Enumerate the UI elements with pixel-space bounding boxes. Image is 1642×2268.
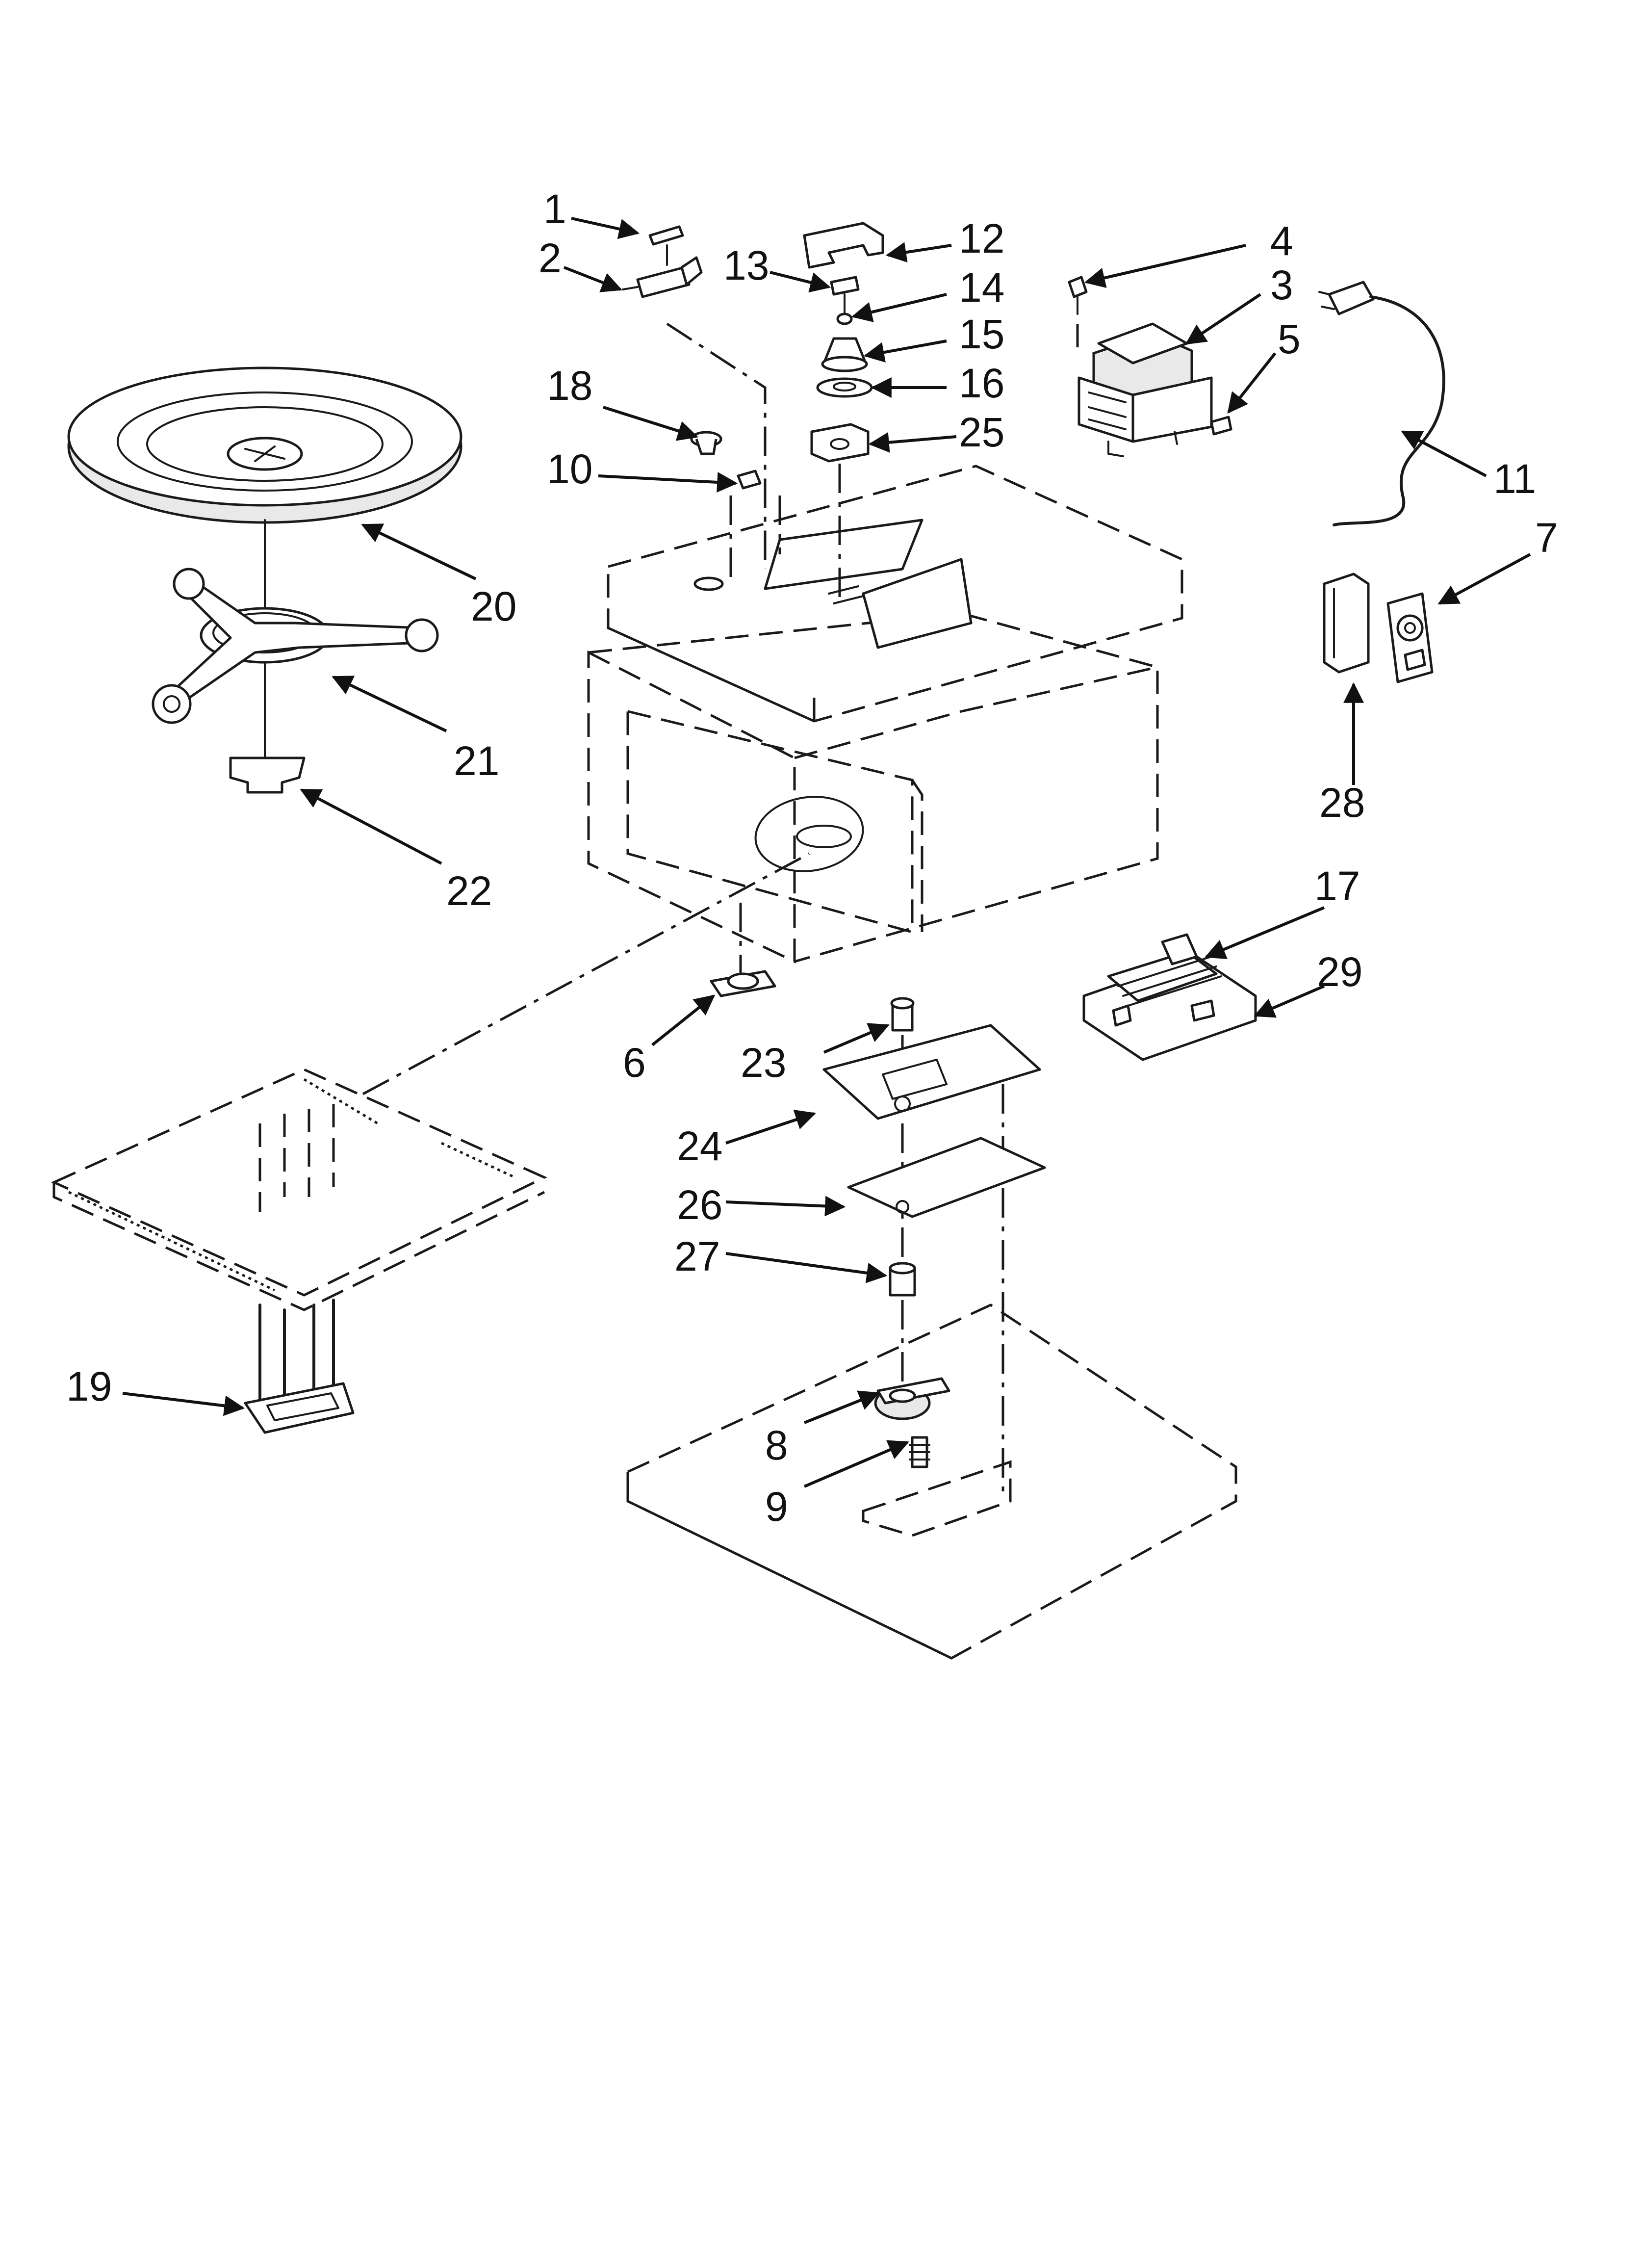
callout-20: 20: [471, 583, 516, 629]
callout-22: 22: [446, 868, 492, 914]
callout-4: 4: [1270, 218, 1293, 264]
callout-23: 23: [741, 1040, 786, 1086]
thermal-cutout-6: [710, 970, 776, 997]
callout-3: 3: [1270, 262, 1293, 308]
callout-18: 18: [547, 363, 592, 409]
cabinet-outline: [587, 465, 1183, 976]
callout-labels: 1 2 3 4 5 6 7 8 9 10 11 12 13 14 15 16 1…: [66, 186, 1558, 1530]
bracket-terminal-group: [1323, 573, 1434, 683]
transformer-group: [1068, 276, 1232, 457]
turntable-group: [67, 366, 462, 794]
callout-16: 16: [959, 360, 1004, 406]
callout-8: 8: [765, 1422, 788, 1468]
callout-11: 11: [1493, 456, 1536, 502]
stirrer-stack: [803, 222, 884, 603]
callout-7: 7: [1535, 515, 1558, 561]
power-cord-group: [1318, 281, 1445, 526]
callout-14: 14: [959, 264, 1004, 311]
capacitor-board-group: [1082, 933, 1257, 1061]
callout-6: 6: [623, 1040, 646, 1086]
leader-lines: [122, 217, 1531, 1488]
callout-2: 2: [539, 235, 562, 281]
callout-15: 15: [959, 311, 1004, 357]
callout-27: 27: [674, 1233, 720, 1279]
callout-29: 29: [1317, 949, 1362, 995]
motor-stack: [822, 997, 1046, 1468]
callout-26: 26: [677, 1182, 722, 1228]
callout-5: 5: [1278, 316, 1301, 362]
callout-28: 28: [1319, 780, 1365, 826]
callout-10: 10: [547, 446, 592, 492]
callout-24: 24: [677, 1123, 722, 1169]
callout-19: 19: [66, 1363, 112, 1409]
callout-12: 12: [959, 215, 1004, 261]
callout-9: 9: [765, 1484, 788, 1530]
callout-17: 17: [1314, 863, 1360, 909]
callout-13: 13: [723, 242, 769, 288]
callout-1: 1: [543, 186, 566, 232]
door-frame-outline: [51, 852, 810, 1434]
callout-25: 25: [959, 409, 1004, 455]
callout-21: 21: [454, 738, 499, 784]
